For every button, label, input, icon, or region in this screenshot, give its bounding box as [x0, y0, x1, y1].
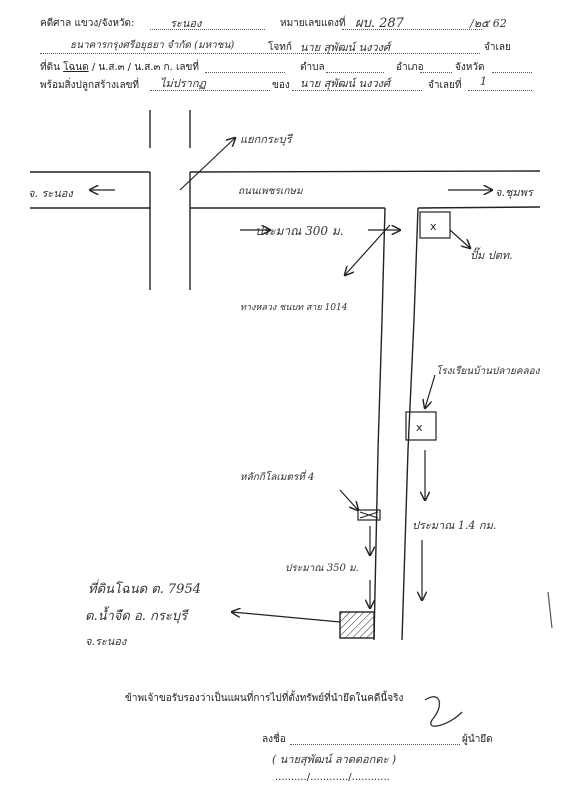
junction-road	[149, 110, 191, 290]
distance-2-label: ประมาณ 1.4 กม.	[412, 519, 497, 532]
location-line2: ต.น้ำจืด อ. กระบุรี	[85, 609, 188, 624]
to-right-label: จ.ชุมพร	[495, 186, 533, 199]
school-label: โรงเรียนบ้านปลายคลอง	[436, 366, 540, 377]
sign-role: ผู้นำยึด	[462, 734, 493, 745]
signature-mark	[424, 696, 463, 727]
owner-label: ของ	[272, 80, 290, 91]
land-label: ที่ดิน โฉนด / น.ส.๓ / น.ส.๓ ก. เลขที่	[40, 60, 199, 75]
defendant-name: นาย สุพัฒน์ นงวงศ์	[300, 41, 390, 54]
junction-label: แยกกระบุรี	[240, 133, 292, 146]
side-road	[373, 207, 419, 641]
distance-1-label: ประมาณ 300 ม.	[255, 224, 344, 238]
defendant-suffix: จำเลย	[484, 42, 511, 53]
date-line: ........../............/............	[275, 772, 390, 783]
target-plot	[339, 611, 375, 639]
to-left-label: จ. ระนอง	[28, 187, 73, 200]
plaintiff-suffix: โจทก์	[268, 42, 292, 53]
case-no: ผบ. 287	[355, 16, 404, 31]
land-type: โฉนด	[63, 62, 89, 73]
gas-station-arrow	[449, 229, 470, 248]
location-line3: จ.ระนอง	[85, 635, 127, 648]
land-label-pre: ที่ดิน	[40, 62, 60, 73]
case-no-label: หมายเลขแดงที่	[280, 18, 346, 29]
distance-3-label: ประมาณ 350 ม.	[285, 563, 359, 574]
gas-station-label: ปั๊ม ปตท.	[470, 249, 513, 262]
owner-name: นาย สุพัฒน์ นงวงศ์	[300, 77, 390, 90]
gas-station-box	[419, 211, 451, 239]
target-plot-pointer	[232, 612, 341, 623]
case-year: /๒๕ 62	[470, 17, 507, 30]
main-road	[30, 170, 541, 209]
side-road-label: ทางหลวง ชนบท สาย 1014	[240, 303, 348, 313]
km-marker-label: หลักกิโลเมตรที่ 4	[240, 472, 315, 483]
school-pointer	[425, 374, 436, 408]
km-marker-pointer	[339, 489, 358, 510]
district-label: อำเภอ	[396, 62, 424, 73]
plaintiff-name: ธนาคารกรุงศรีอยุธยา จำกัด (มหาชน)	[70, 40, 235, 51]
land-label-rest: / น.ส.๓ / น.ส.๓ ก. เลขที่	[91, 62, 199, 73]
side-road-pointer	[345, 224, 391, 275]
signer-name: ( นายสุพัฒน์ ลาดดอกดะ )	[272, 753, 397, 766]
building-no: ไม่ปรากฏ	[160, 77, 206, 90]
certify-text: ข้าพเจ้าขอรับรองว่าเป็นแผนที่การไปที่ตั้…	[125, 693, 404, 704]
defendant-no-label: จำเลยที่	[428, 80, 462, 91]
building-label: พร้อมสิ่งปลูกสร้างเลขที่	[40, 80, 140, 91]
km-marker-box	[357, 509, 381, 521]
court-name: ระนอง	[170, 17, 202, 30]
junction-pointer-arrow	[179, 138, 235, 191]
road-name: ถนนเพชรเกษม	[238, 186, 303, 197]
province-label: จังหวัด	[455, 62, 485, 73]
defendant-no: 1	[480, 75, 487, 88]
sign-label: ลงชื่อ	[262, 734, 286, 745]
case-label: คดีศาล แขวง/จังหวัด:	[40, 18, 135, 29]
school-box	[405, 411, 437, 441]
school-mark: x	[416, 421, 423, 434]
gas-station-mark: x	[430, 220, 437, 233]
subdistrict-label: ตำบล	[300, 62, 325, 73]
location-line1: ที่ดินโฉนด ต. 7954	[88, 582, 201, 597]
